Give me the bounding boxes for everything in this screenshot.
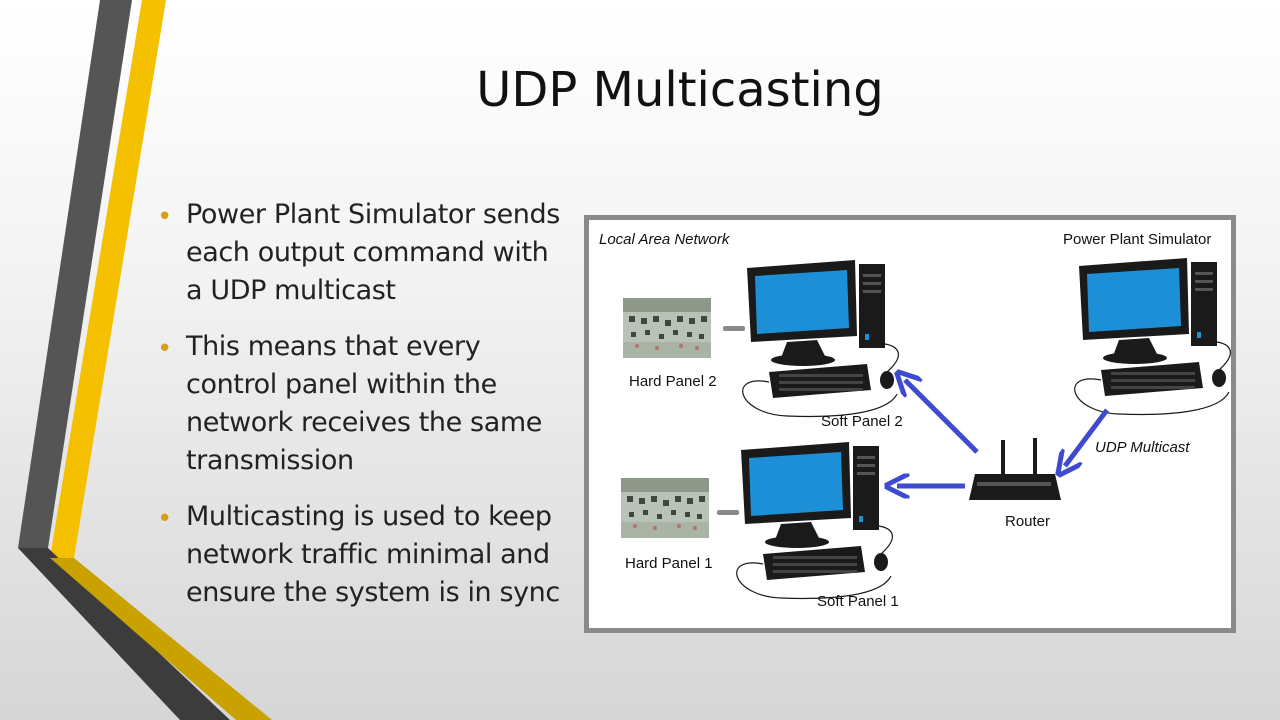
bullet-text: Power Plant Simulator sends each output … xyxy=(186,199,560,306)
hard-panel-1-label: Hard Panel 1 xyxy=(625,555,713,572)
arrow-router-to-soft-panel-2 xyxy=(905,380,979,454)
hard-panel-2-label: Hard Panel 2 xyxy=(629,373,717,390)
bullet-item: • Power Plant Simulator sends each output… xyxy=(157,196,560,310)
bullet-dot: • xyxy=(157,334,172,364)
router-label: Router xyxy=(1005,513,1050,530)
hard-panel-1-connector xyxy=(717,510,739,515)
simulator-label: Power Plant Simulator xyxy=(1063,231,1211,248)
network-label: Local Area Network xyxy=(599,231,731,248)
bullet-item: • Multicasting is used to keep network tr… xyxy=(157,498,560,612)
arrow-simulator-to-router xyxy=(1065,408,1109,466)
network-diagram: Local Area Network Power Plant Simulator… xyxy=(599,231,1231,610)
bullet-list: • Power Plant Simulator sends each output… xyxy=(157,196,560,630)
hard-panel-2-photo xyxy=(623,298,711,358)
bullet-dot: • xyxy=(157,202,172,232)
bullet-text: Multicasting is used to keep network tra… xyxy=(186,501,560,608)
stripe-dark xyxy=(18,548,230,720)
network-diagram-frame: Local Area Network Power Plant Simulator… xyxy=(584,215,1236,633)
hard-panel-1-photo xyxy=(621,478,709,538)
soft-panel-1-computer xyxy=(736,441,894,600)
stripe-yellow xyxy=(50,0,166,558)
soft-panel-1-label: Soft Panel 1 xyxy=(817,593,899,610)
multicast-label: UDP Multicast xyxy=(1095,439,1190,456)
bullet-item: • This means that every control panel wit… xyxy=(157,328,560,480)
stripe-gray xyxy=(18,0,132,548)
stripe-gold xyxy=(50,558,272,720)
soft-panel-2-computer xyxy=(742,259,900,418)
simulator-computer xyxy=(1074,257,1231,416)
bullet-dot: • xyxy=(157,504,172,534)
router-icon xyxy=(969,438,1061,500)
bullet-text: This means that every control panel with… xyxy=(186,331,542,476)
hard-panel-2-connector xyxy=(723,326,745,331)
soft-panel-2-label: Soft Panel 2 xyxy=(821,413,903,430)
slide-title: UDP Multicasting xyxy=(476,62,884,118)
